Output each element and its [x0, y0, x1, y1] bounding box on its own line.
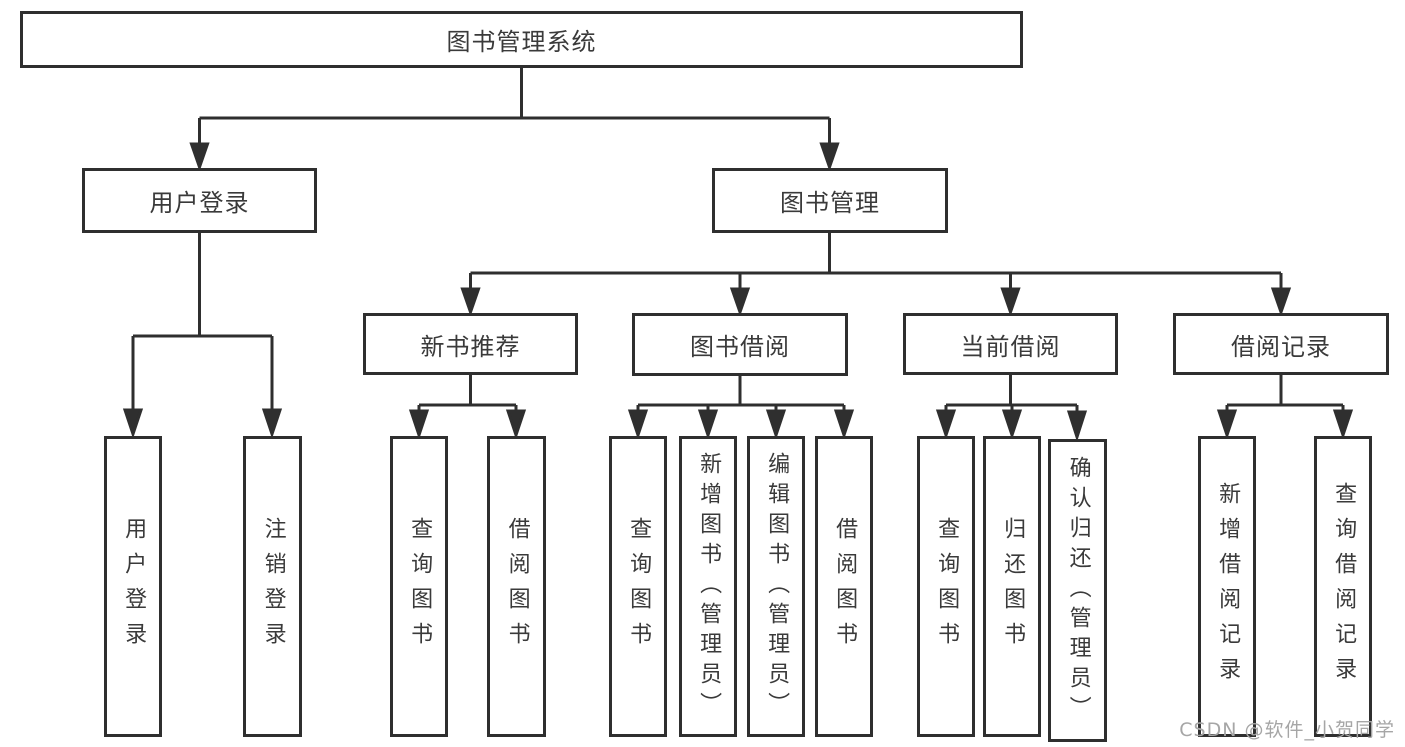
leaf-user-login: 用户登录	[104, 436, 162, 737]
leaf-edit-books-admin-label: 编辑图书（管理员）	[764, 451, 790, 722]
leaf-query-books-current-label: 查询图书	[934, 516, 960, 657]
leaf-return-books-label: 归还图书	[1000, 516, 1026, 657]
connector-borrowing-records-to-leaves	[1216, 375, 1354, 440]
leaf-query-borrowing-record-label: 查询借阅记录	[1331, 481, 1357, 692]
node-new-book-recommendation: 新书推荐	[363, 313, 578, 375]
leaf-user-login-label: 用户登录	[121, 516, 147, 657]
leaf-query-books-recommendation-label: 查询图书	[407, 516, 433, 657]
node-user-login-branch: 用户登录	[82, 168, 317, 233]
leaf-add-books-admin: 新增图书（管理员）	[679, 436, 737, 737]
leaf-borrow-books-borrowing-label: 借阅图书	[832, 516, 858, 657]
leaf-query-books-borrowing-label: 查询图书	[626, 516, 652, 657]
connector-root-to-level2	[189, 68, 840, 172]
leaf-add-books-admin-label: 新增图书（管理员）	[696, 451, 722, 722]
leaf-borrow-books-recommendation: 借阅图书	[487, 436, 546, 737]
node-borrowing-records: 借阅记录	[1173, 313, 1389, 375]
csdn-watermark: CSDN @软件_小贺同学	[1179, 719, 1395, 741]
node-book-borrowing: 图书借阅	[632, 313, 848, 376]
connector-new-book-recommendation-to-leaves	[408, 375, 527, 440]
leaf-add-borrowing-record: 新增借阅记录	[1198, 436, 1256, 737]
node-current-borrowing: 当前借阅	[903, 313, 1118, 375]
leaf-add-borrowing-record-label: 新增借阅记录	[1215, 481, 1241, 692]
node-library-management-system: 图书管理系统	[20, 11, 1023, 68]
node-book-management-branch: 图书管理	[712, 168, 948, 233]
connector-current-borrowing-to-leaves	[935, 375, 1088, 442]
leaf-query-books-recommendation: 查询图书	[390, 436, 448, 737]
leaf-return-books: 归还图书	[983, 436, 1041, 737]
connector-user-login-to-leaves	[122, 233, 283, 439]
leaf-logout: 注销登录	[243, 436, 302, 737]
leaf-query-books-current: 查询图书	[917, 436, 975, 737]
leaf-confirm-return-admin-label: 确认归还（管理员）	[1065, 455, 1091, 726]
leaf-borrow-books-borrowing: 借阅图书	[815, 436, 873, 737]
leaf-borrow-books-recommendation-label: 借阅图书	[504, 516, 530, 657]
connector-book-management-to-level3	[460, 233, 1292, 317]
connector-book-borrowing-to-leaves	[627, 376, 855, 440]
leaf-query-books-borrowing: 查询图书	[609, 436, 667, 737]
leaf-confirm-return-admin: 确认归还（管理员）	[1048, 439, 1107, 742]
leaf-query-borrowing-record: 查询借阅记录	[1314, 436, 1372, 737]
leaf-logout-label: 注销登录	[260, 516, 286, 657]
leaf-edit-books-admin: 编辑图书（管理员）	[747, 436, 805, 737]
